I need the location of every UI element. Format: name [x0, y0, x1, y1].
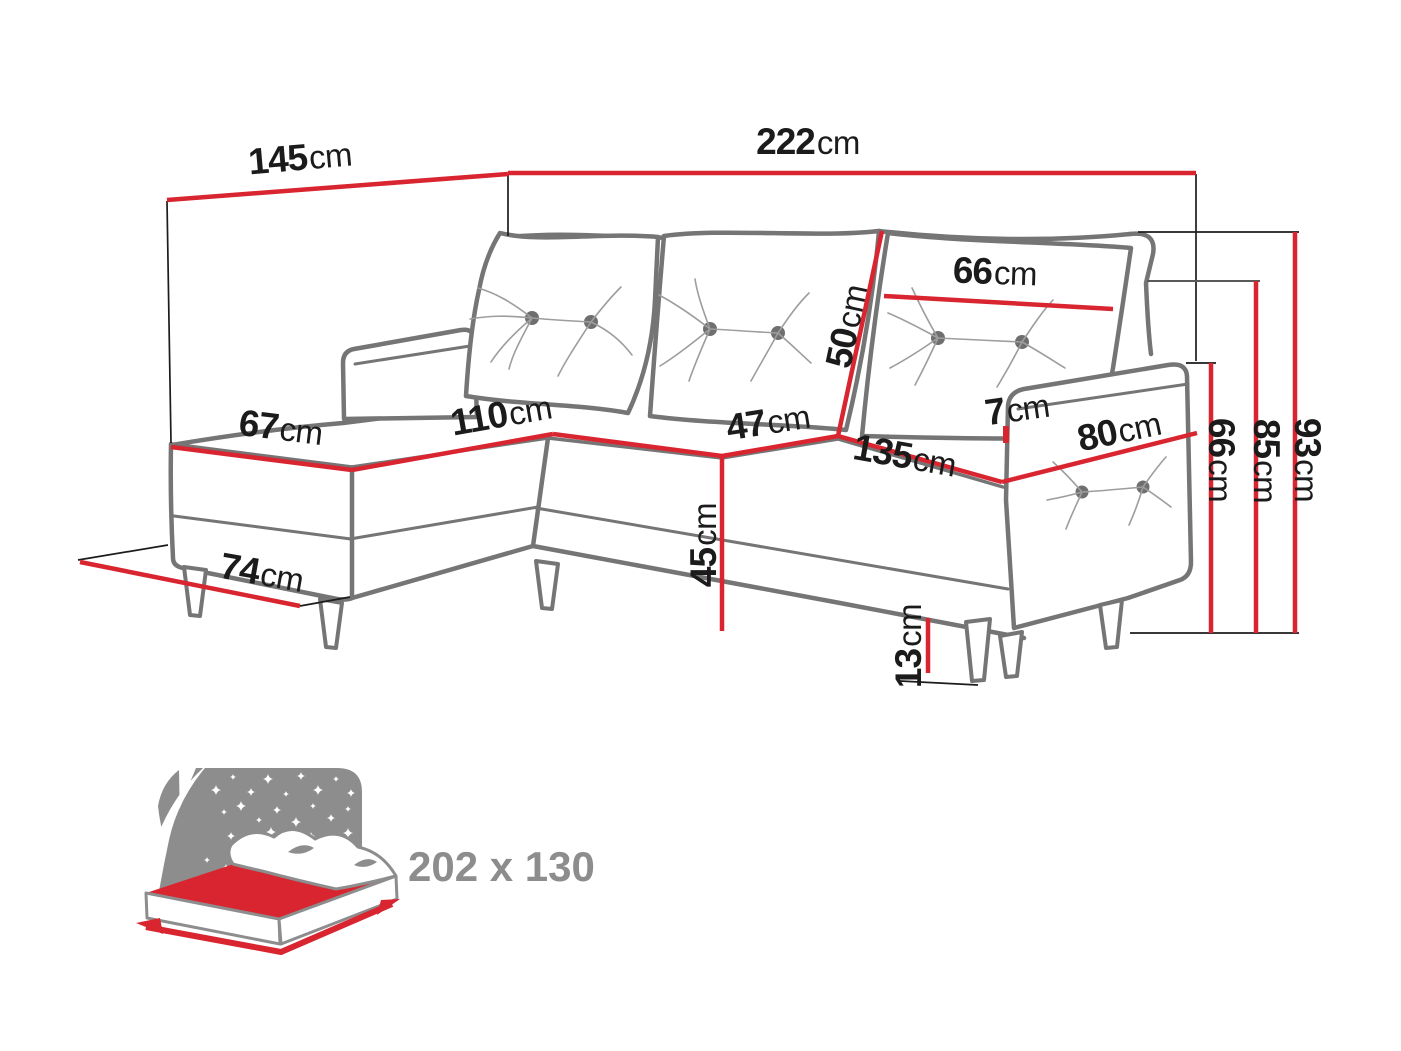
- back-cushion-middle: [647, 228, 882, 433]
- unfold-arrow-head-right: [377, 899, 400, 915]
- sleeping-function-icon: 202 x 130: [136, 762, 595, 955]
- star-icon: [291, 817, 301, 827]
- dim-line-50: [835, 230, 885, 437]
- dim-label-110: 110cm: [447, 385, 554, 443]
- sleeping-area-size: 202 x 130: [408, 843, 595, 890]
- chaise-front-seam: [348, 505, 540, 541]
- star-icon: [333, 776, 339, 782]
- dimension-lines: [79, 170, 1298, 673]
- dim-label-74: 74cm: [217, 545, 307, 600]
- dim-line-135: [837, 433, 1003, 485]
- mattress-side-right: [277, 874, 399, 946]
- chaise-left-face: [168, 441, 355, 602]
- dim-label-135: 135cm: [850, 426, 959, 484]
- dimension-labels: 145cm 222cm 66cm 50cm 67cm 110cm 47cm 13…: [217, 121, 1328, 688]
- seat-front-seam: [534, 506, 1010, 591]
- armrest-creases: [1046, 456, 1172, 530]
- dim-line-145: [166, 171, 509, 203]
- seat-front-top-edge: [546, 436, 1005, 489]
- dim-label-50: 50cm: [818, 281, 876, 372]
- star-icon: [310, 803, 316, 809]
- sofa-back-right-corner: [1127, 231, 1156, 357]
- star-icon: [266, 827, 276, 837]
- dim-line-66-back: [883, 293, 1114, 312]
- left-armrest-inner-edge: [353, 344, 472, 366]
- star-icon: [273, 806, 281, 814]
- dim-label-85: 85cm: [1246, 419, 1287, 503]
- unfold-arrow-head-left: [136, 918, 163, 934]
- dim-line-47: [721, 433, 839, 459]
- right-armrest-inner-edge: [1016, 382, 1190, 411]
- star-icon: [236, 801, 246, 811]
- chaise-back-edge: [169, 404, 473, 448]
- star-icon: [283, 791, 289, 797]
- dim-label-45: 45cm: [683, 503, 724, 587]
- dim-label-66-right: 66cm: [1201, 418, 1242, 502]
- pillow-crease: [354, 859, 377, 867]
- dim-label-145: 145cm: [247, 133, 354, 183]
- dim-label-80: 80cm: [1074, 402, 1165, 460]
- pillow-crease: [288, 845, 314, 854]
- star-icon: [247, 788, 255, 796]
- chaise-left-seam: [172, 514, 353, 541]
- seat-front-bottom-edge: [530, 543, 1027, 641]
- cushion-creases: [887, 287, 1066, 388]
- star-icon: [345, 806, 351, 812]
- star-icon: [313, 785, 323, 795]
- star-icon: [343, 828, 353, 838]
- star-icon: [227, 832, 235, 840]
- chaise-front-bottom-edge: [349, 543, 536, 601]
- dim-line-67: [170, 444, 353, 473]
- dim-label-13: 13cm: [888, 604, 929, 688]
- dim-label-67: 67cm: [237, 402, 326, 453]
- unfold-arrow-shaft: [145, 901, 394, 955]
- star-icon: [256, 817, 262, 823]
- star-icon: [221, 809, 227, 815]
- dim-label-222: 222cm: [756, 121, 860, 162]
- star-icon: [297, 772, 305, 780]
- star-icon: [211, 785, 221, 795]
- star-icon: [204, 857, 210, 863]
- reference-lines: [77, 174, 1299, 686]
- dim-line-74: [79, 559, 301, 609]
- sofa-drawing: [168, 228, 1194, 683]
- dim-line-110: [351, 431, 554, 473]
- right-armrest: [1003, 362, 1194, 631]
- sky-swoosh: [143, 762, 210, 900]
- star-icon: [263, 774, 273, 784]
- back-cushion-left: [463, 230, 661, 416]
- cushion-creases: [658, 278, 812, 382]
- dim-label-66-back: 66cm: [952, 250, 1038, 294]
- dim-label-47: 47cm: [723, 395, 813, 449]
- sofa-legs: [182, 559, 1124, 683]
- cushion-creases: [469, 286, 633, 377]
- dim-label-7: 7cm: [982, 384, 1052, 434]
- star-icon: [230, 774, 236, 780]
- star-icon: [347, 789, 355, 797]
- star-icon: [327, 814, 335, 822]
- dim-line-corner: [552, 431, 723, 459]
- dim-line-80: [1001, 430, 1198, 485]
- chaise-front-right-edge: [530, 435, 551, 549]
- chaise-left-top-edge: [170, 442, 354, 469]
- dim-label-93: 93cm: [1287, 418, 1328, 502]
